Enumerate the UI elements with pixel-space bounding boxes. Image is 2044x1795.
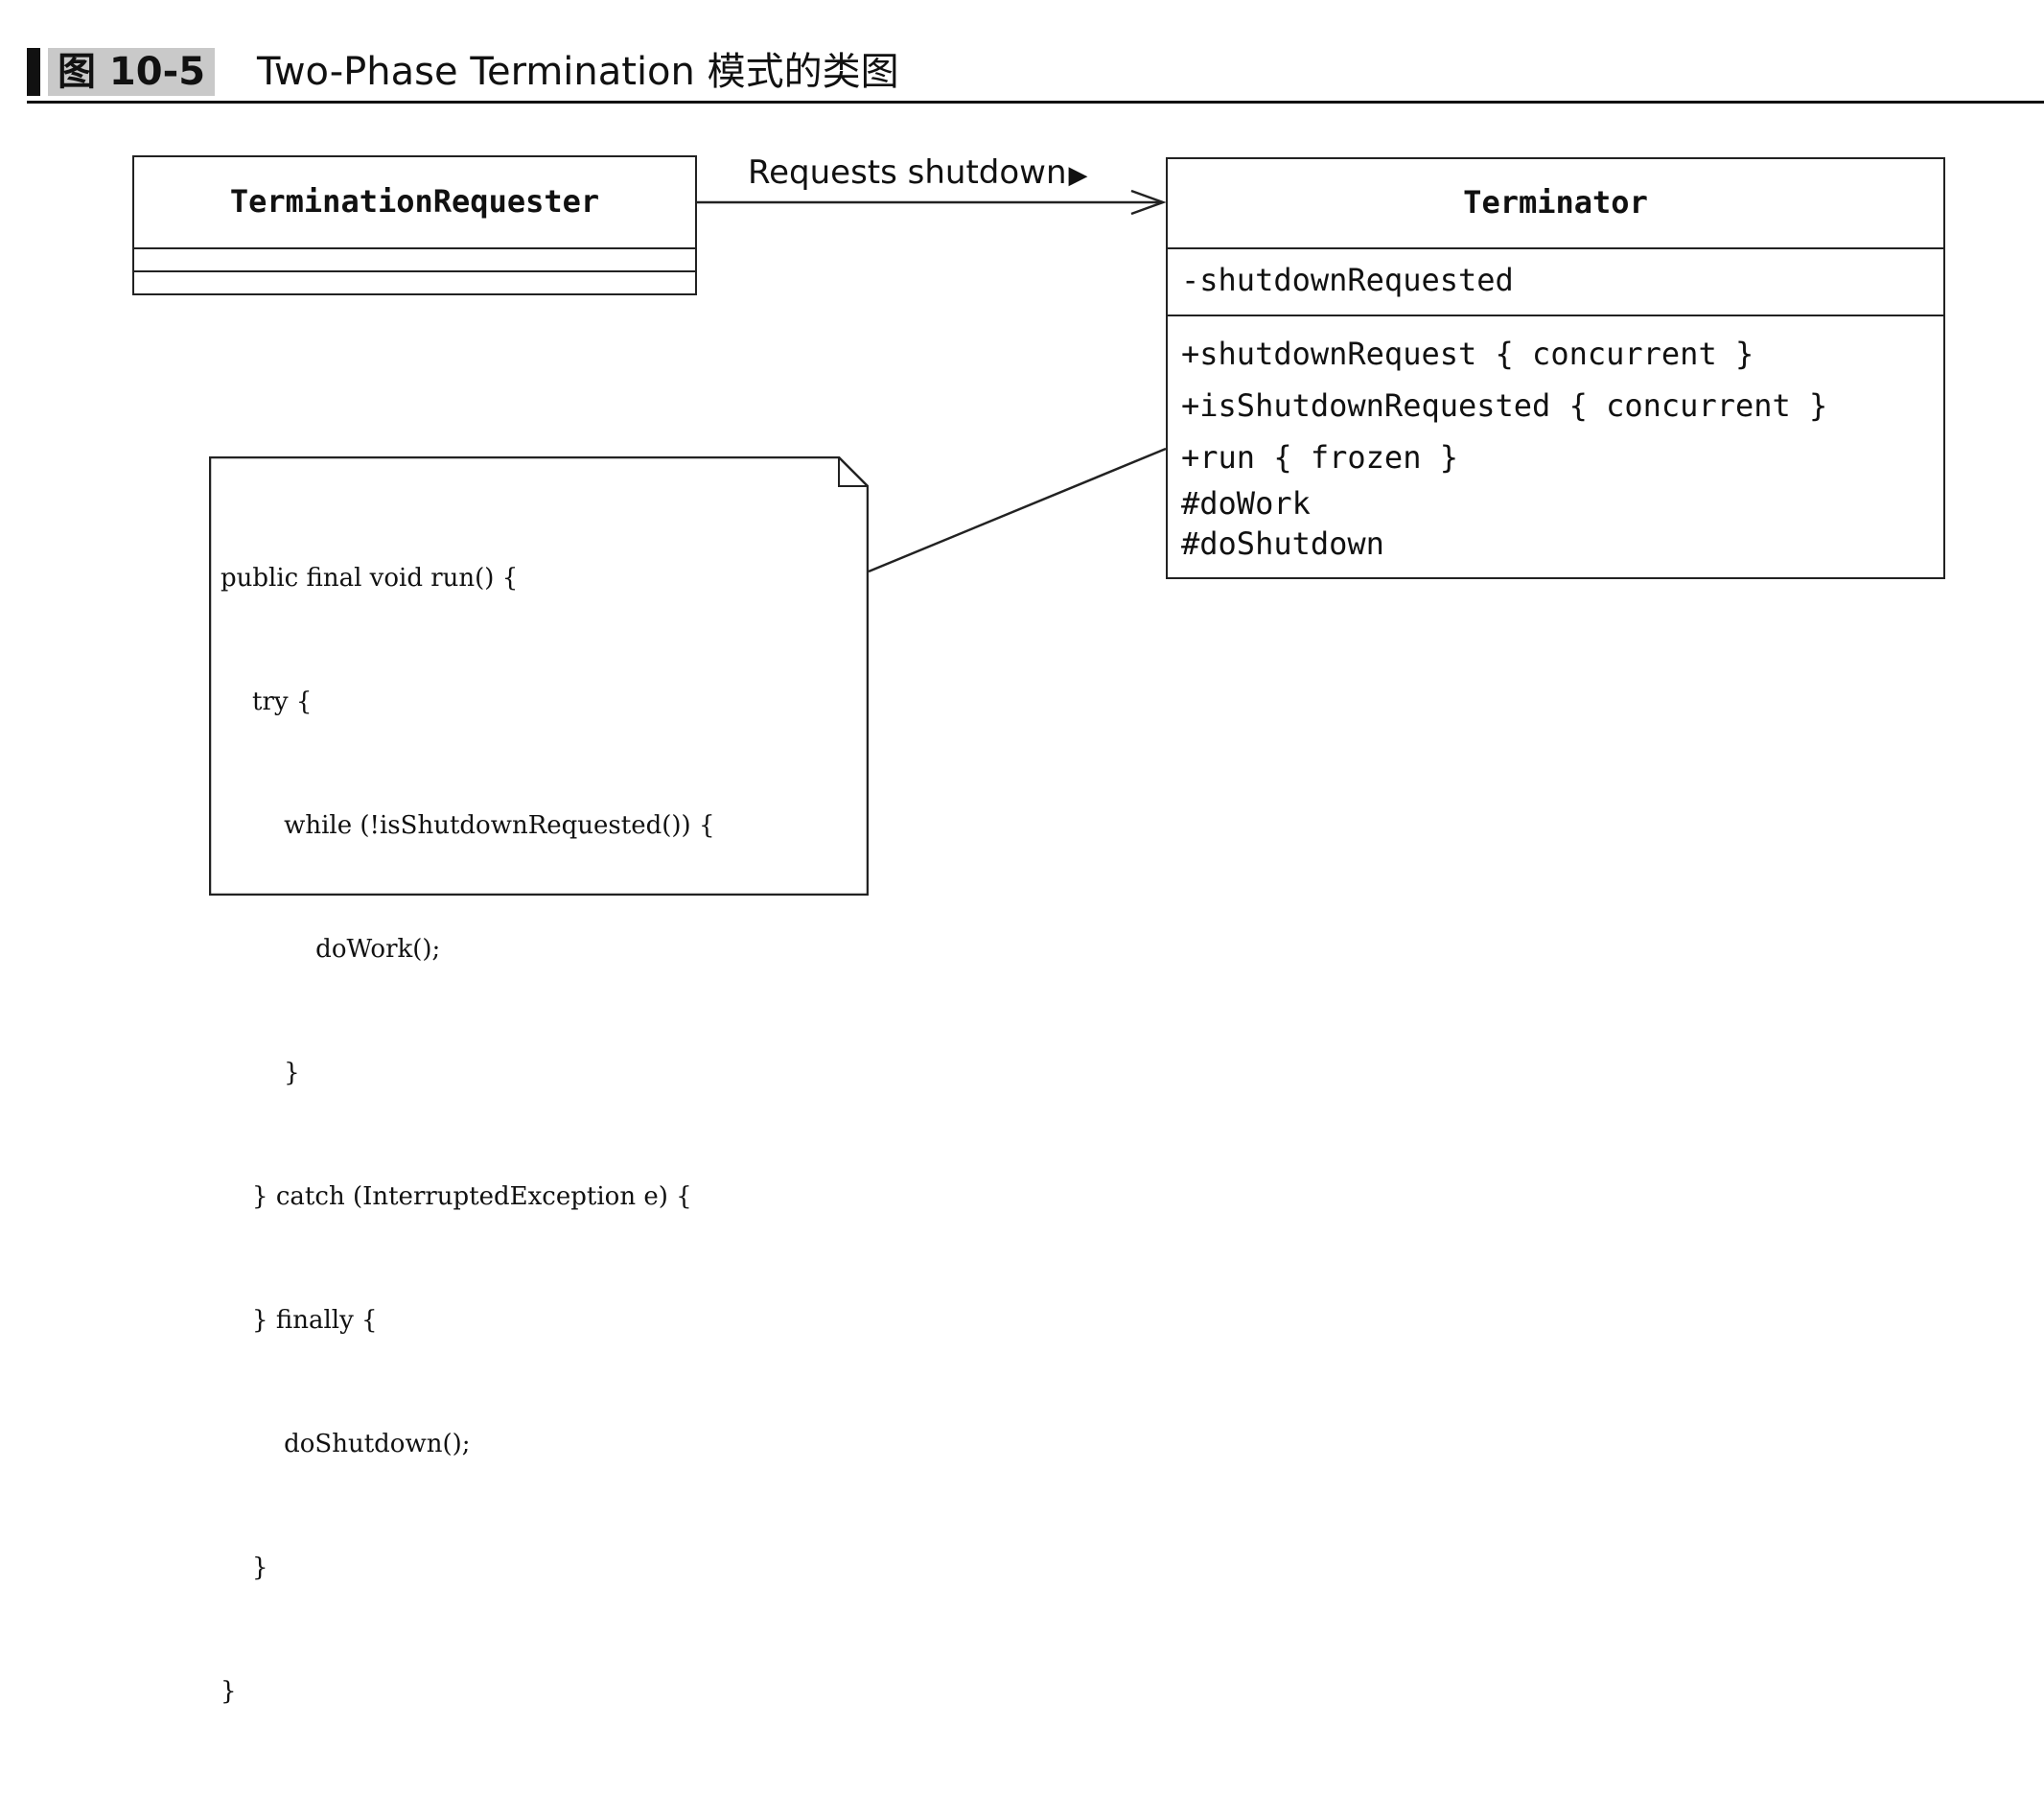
figure-caption: 图 10-5 Two-Phase Termination 模式的类图 bbox=[27, 35, 2044, 104]
method-is-shutdown-requested: +isShutdownRequested { concurrent } bbox=[1181, 387, 1828, 424]
direction-triangle-icon: ▶ bbox=[1068, 161, 1088, 190]
note-code: public final void run() { try { while (!… bbox=[221, 476, 715, 1795]
diagram-connectors bbox=[697, 189, 1167, 573]
code-line: public final void run() { bbox=[221, 564, 519, 593]
code-note: public final void run() { try { while (!… bbox=[209, 456, 869, 1706]
attributes-compartment: -shutdownRequested bbox=[1168, 249, 1943, 316]
association-arrowhead bbox=[1130, 189, 1167, 216]
code-line: while (!isShutdownRequested()) { bbox=[221, 811, 715, 840]
operations-compartment bbox=[134, 272, 695, 292]
attributes-compartment bbox=[134, 249, 695, 272]
code-line: try { bbox=[221, 688, 313, 716]
note-anchor-line bbox=[868, 447, 1167, 573]
code-line: } bbox=[221, 1677, 237, 1706]
code-line: } bbox=[221, 1059, 300, 1087]
operations-compartment: +shutdownRequest { concurrent } +isShutd… bbox=[1168, 316, 1943, 564]
field-shutdown-requested: -shutdownRequested bbox=[1181, 262, 1514, 298]
code-line: } bbox=[221, 1553, 268, 1582]
figure-number: 图 10-5 bbox=[48, 48, 216, 96]
class-name: TerminationRequester bbox=[134, 157, 695, 249]
class-name: Terminator bbox=[1168, 159, 1943, 249]
terminator-class: Terminator -shutdownRequested +shutdownR… bbox=[1166, 157, 1945, 579]
method-run: +run { frozen } bbox=[1181, 439, 1458, 476]
association-label: Requests shutdown▶ bbox=[748, 153, 1088, 192]
method-do-shutdown: #doShutdown bbox=[1181, 525, 1384, 562]
code-line: } catch (InterruptedException e) { bbox=[221, 1182, 692, 1211]
association-text: Requests shutdown bbox=[748, 153, 1067, 192]
code-line: } finally { bbox=[221, 1306, 378, 1335]
termination-requester-class: TerminationRequester bbox=[132, 155, 697, 295]
note-frame bbox=[209, 456, 869, 896]
caption-marker-bar bbox=[27, 48, 40, 96]
method-shutdown-request: +shutdownRequest { concurrent } bbox=[1181, 336, 1754, 372]
code-line: doShutdown(); bbox=[221, 1430, 471, 1458]
code-line: doWork(); bbox=[221, 935, 441, 964]
method-do-work: #doWork bbox=[1181, 485, 1311, 522]
figure-title: Two-Phase Termination 模式的类图 bbox=[257, 50, 899, 94]
